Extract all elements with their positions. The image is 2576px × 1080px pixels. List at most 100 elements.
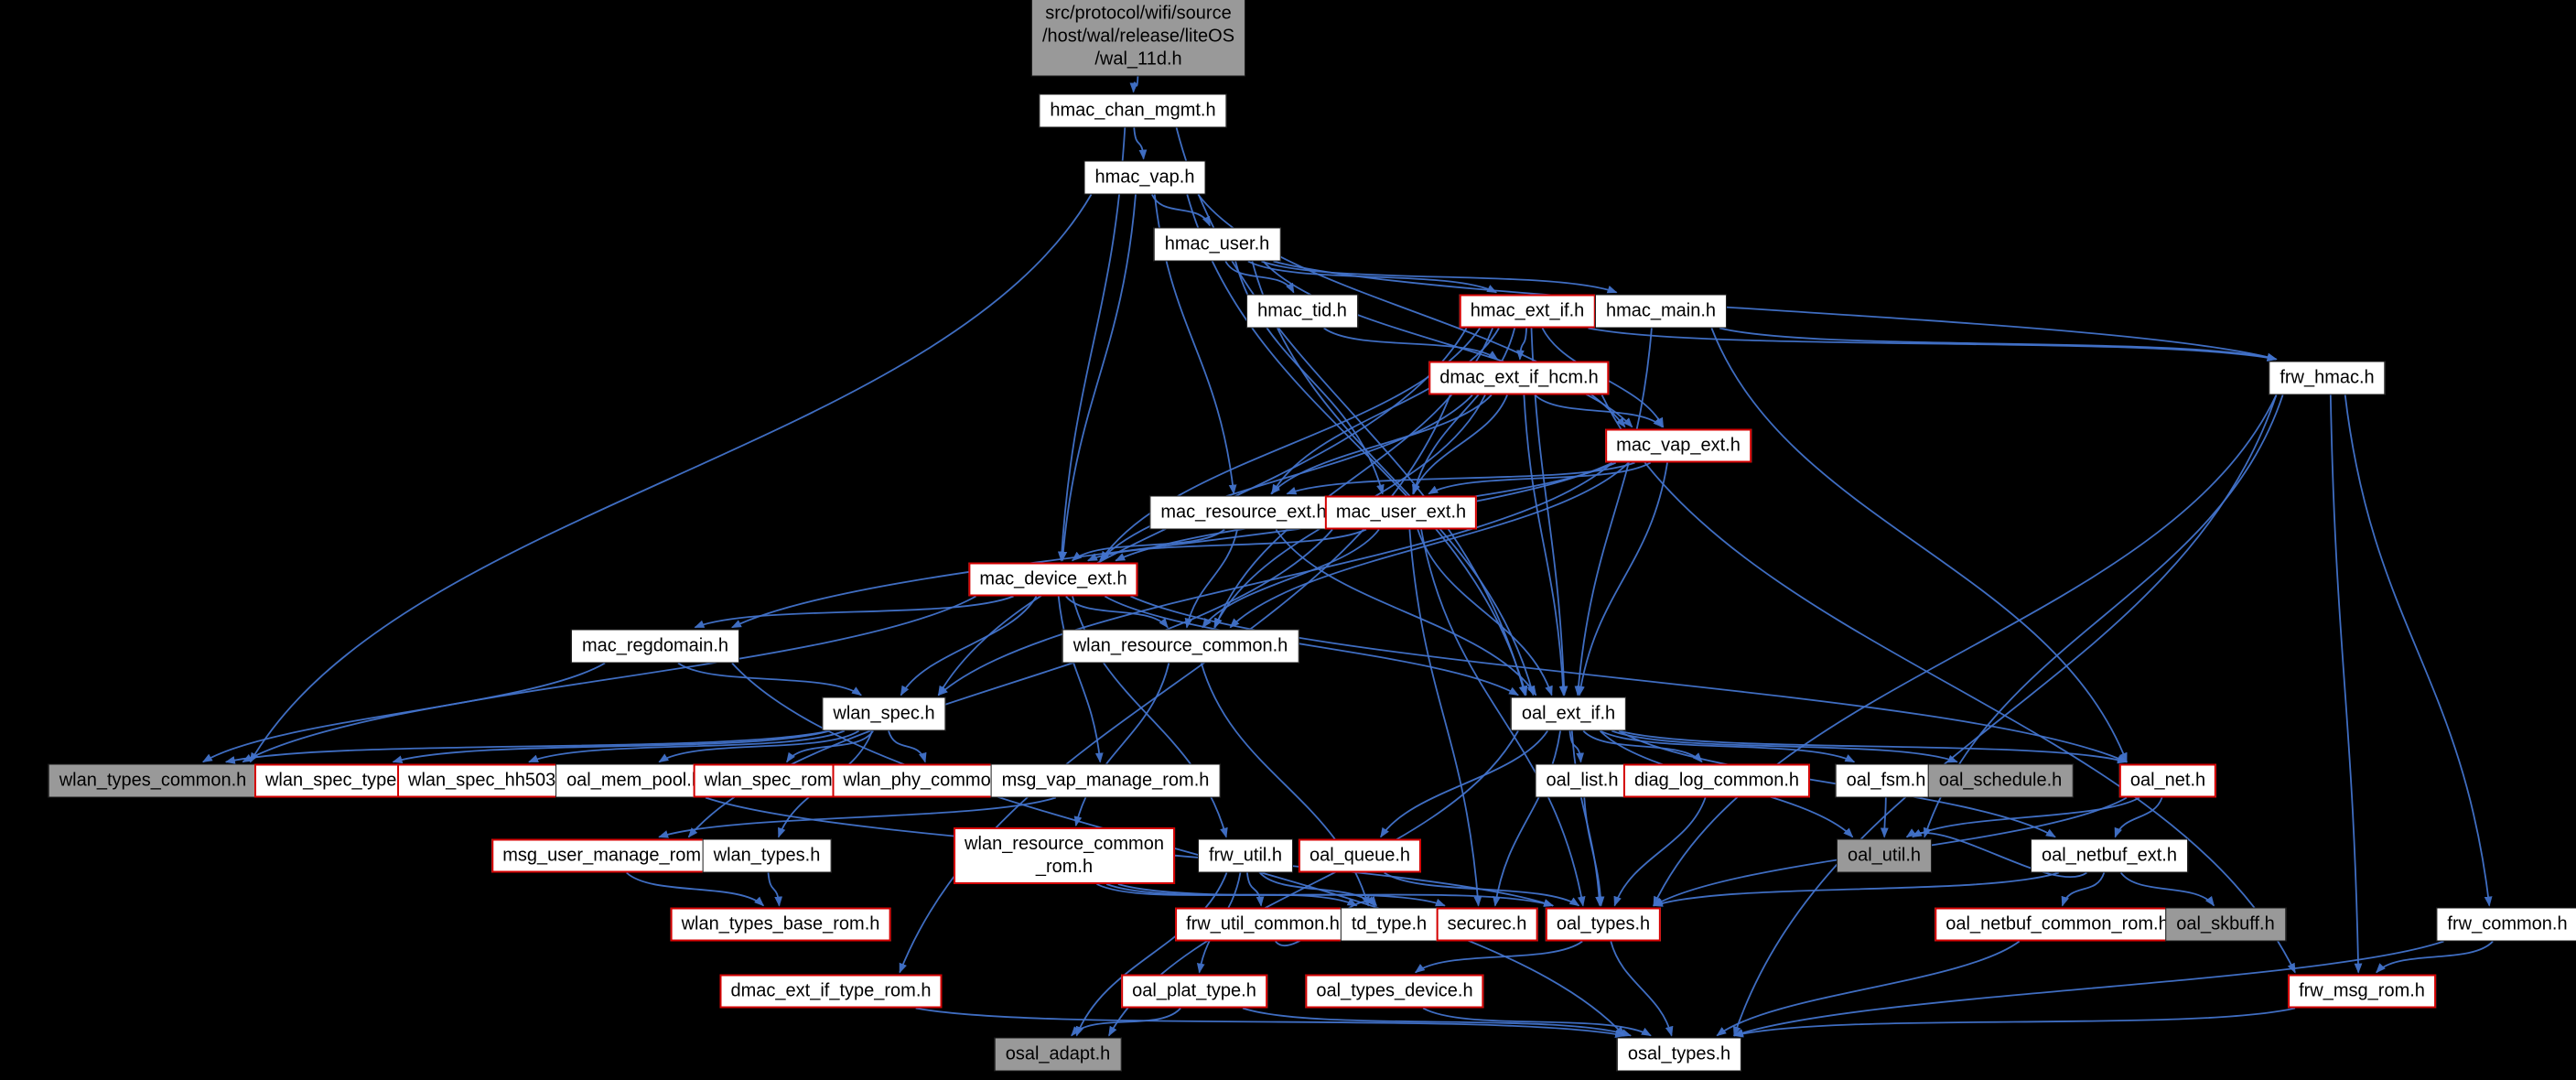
node-label: mac_resource_ext.h	[1160, 502, 1327, 523]
node-label: src/protocol/wifi/source	[1045, 3, 1232, 24]
node-oal_types[interactable]: oal_types.h	[1545, 907, 1662, 942]
edge-mac_regdomain--wlan_types_common	[201, 662, 606, 763]
edge-hmac_ext_if--frw_hmac	[1588, 327, 2278, 362]
edge-diag_log_common--oal_types	[1613, 797, 1707, 907]
node-oal_netbuf_common_rom[interactable]: oal_netbuf_common_rom.h	[1935, 907, 2180, 942]
edge-mac_resource_ext--oal_ext_if	[1275, 529, 1537, 697]
edge-hmac_user--hmac_tid	[1224, 261, 1295, 294]
node-wlan_types[interactable]: wlan_types.h	[702, 838, 832, 873]
node-oal_types_device[interactable]: oal_types_device.h	[1305, 974, 1484, 1009]
node-wal_11d[interactable]: src/protocol/wifi/source/host/wal/releas…	[1030, 0, 1246, 77]
node-msg_vap_manage_rom[interactable]: msg_vap_manage_rom.h	[990, 763, 1221, 798]
node-wlan_resource_common[interactable]: wlan_resource_common.h	[1062, 629, 1299, 664]
edge-oal_ext_if--oal_list	[1568, 730, 1585, 763]
node-label: oal_fsm.h	[1846, 770, 1926, 791]
edge-wlan_spec--wlan_phy_common	[888, 730, 927, 763]
node-label: oal_types_device.h	[1316, 980, 1473, 1001]
node-frw_util_common[interactable]: frw_util_common.h	[1175, 907, 1351, 942]
node-td_type[interactable]: td_type.h	[1340, 907, 1439, 942]
node-dmac_ext_if_type_rom[interactable]: dmac_ext_if_type_rom.h	[719, 974, 943, 1009]
node-wlan_types_base_rom[interactable]: wlan_types_base_rom.h	[670, 907, 891, 942]
node-label: oal_queue.h	[1309, 845, 1411, 866]
node-wlan_types_common[interactable]: wlan_types_common.h	[48, 763, 258, 798]
node-label: mac_device_ext.h	[979, 568, 1127, 589]
node-label: oal_netbuf_ext.h	[2042, 845, 2177, 866]
edge-dmac_ext_if_hcm--mac_user_ext	[1412, 394, 1508, 495]
node-oal_mem_pool[interactable]: oal_mem_pool.h	[555, 763, 713, 798]
node-wlan_spec[interactable]: wlan_spec.h	[822, 697, 946, 731]
node-wlan_spec_hh503[interactable]: wlan_spec_hh503.h	[397, 763, 582, 798]
node-mac_device_ext[interactable]: mac_device_ext.h	[968, 562, 1138, 597]
node-label: wlan_resource_common	[965, 834, 1164, 854]
edge-hmac_ext_if--mac_user_ext	[1411, 328, 1516, 495]
edge-oal_netbuf_ext--oal_types	[1652, 871, 2059, 907]
edge-hmac_main--frw_hmac	[1719, 327, 2278, 362]
edge-hmac_chan_mgmt--hmac_vap	[1133, 127, 1148, 160]
edge-oal_ext_if--oal_schedule	[1611, 729, 1958, 763]
edge-frw_hmac--frw_common	[2344, 394, 2493, 907]
node-diag_log_common[interactable]: diag_log_common.h	[1622, 763, 1811, 798]
node-hmac_vap[interactable]: hmac_vap.h	[1083, 160, 1206, 195]
edge-mac_device_ext--msg_vap_manage_rom	[1057, 596, 1104, 763]
edge-wlan_spec--wlan_spec_rom	[786, 729, 874, 763]
node-hmac_chan_mgmt[interactable]: hmac_chan_mgmt.h	[1039, 93, 1227, 128]
edge-dmac_ext_if_hcm--mac_device_ext	[1099, 394, 1473, 562]
node-frw_common[interactable]: frw_common.h	[2436, 907, 2576, 942]
node-msg_user_manage_rom[interactable]: msg_user_manage_rom.h	[491, 838, 728, 873]
edge-mac_vap_ext--oal_ext_if	[1577, 462, 1668, 697]
node-osal_types[interactable]: osal_types.h	[1616, 1037, 1742, 1072]
edge-wlan_types--wlan_types_base_rom	[767, 872, 783, 907]
node-mac_vap_ext[interactable]: mac_vap_ext.h	[1605, 428, 1751, 463]
edge-hmac_ext_if--mac_resource_ext	[1271, 328, 1500, 495]
edge-hmac_ext_if--dmac_ext_if_hcm	[1516, 328, 1527, 361]
edge-mac_device_ext--oal_net	[1130, 595, 2129, 763]
node-oal_netbuf_ext[interactable]: oal_netbuf_ext.h	[2031, 838, 2188, 873]
node-label: oal_types.h	[1556, 913, 1651, 934]
node-hmac_tid[interactable]: hmac_tid.h	[1246, 294, 1358, 329]
node-label: mac_vap_ext.h	[1616, 435, 1741, 456]
node-oal_list[interactable]: oal_list.h	[1535, 763, 1630, 798]
node-mac_user_ext[interactable]: mac_user_ext.h	[1324, 495, 1478, 530]
node-frw_util[interactable]: frw_util.h	[1197, 838, 1294, 873]
node-frw_hmac[interactable]: frw_hmac.h	[2269, 361, 2386, 395]
node-label: /host/wal/release/liteOS	[1041, 26, 1235, 47]
node-osal_adapt[interactable]: osal_adapt.h	[994, 1037, 1122, 1072]
node-oal_ext_if[interactable]: oal_ext_if.h	[1510, 697, 1627, 731]
node-label: wlan_types_base_rom.h	[681, 913, 880, 934]
edge-frw_util--osal_adapt	[1075, 872, 1228, 1037]
node-frw_msg_rom[interactable]: frw_msg_rom.h	[2288, 974, 2436, 1009]
edge-hmac_tid--dmac_ext_if_hcm	[1323, 327, 1499, 361]
node-label: msg_vap_manage_rom.h	[1001, 770, 1210, 791]
node-oal_net[interactable]: oal_net.h	[2118, 763, 2217, 798]
node-oal_skbuff[interactable]: oal_skbuff.h	[2165, 907, 2286, 942]
node-dmac_ext_if_hcm[interactable]: dmac_ext_if_hcm.h	[1428, 361, 1610, 395]
edge-hmac_vap--hmac_user	[1151, 194, 1211, 227]
node-mac_regdomain[interactable]: mac_regdomain.h	[570, 629, 740, 664]
edge-wlan_spec--wlan_spec_type	[392, 729, 830, 763]
node-oal_plat_type[interactable]: oal_plat_type.h	[1121, 974, 1267, 1009]
node-oal_queue[interactable]: oal_queue.h	[1298, 838, 1422, 873]
node-hmac_main[interactable]: hmac_main.h	[1594, 294, 1728, 329]
node-label: frw_msg_rom.h	[2299, 980, 2425, 1001]
node-wlan_resource_common_rom[interactable]: wlan_resource_common_rom.h	[954, 827, 1175, 884]
node-label: oal_skbuff.h	[2176, 913, 2275, 934]
node-label: oal_netbuf_common_rom.h	[1945, 913, 2169, 934]
edge-frw_util--frw_util_common	[1246, 872, 1265, 907]
edge-wlan_spec--wlan_types_common	[224, 729, 830, 764]
node-label: hmac_tid.h	[1257, 300, 1347, 321]
node-hmac_user[interactable]: hmac_user.h	[1153, 227, 1281, 262]
node-oal_fsm[interactable]: oal_fsm.h	[1835, 763, 1937, 798]
node-label: oal_schedule.h	[1938, 770, 2063, 791]
node-securec[interactable]: securec.h	[1436, 907, 1538, 942]
edge-frw_hmac--oal_types	[1653, 394, 2278, 907]
edge-mac_vap_ext--mac_user_ext	[1428, 461, 1652, 495]
node-oal_schedule[interactable]: oal_schedule.h	[1927, 763, 2074, 798]
node-hmac_ext_if[interactable]: hmac_ext_if.h	[1459, 294, 1596, 329]
node-label: hmac_user.h	[1164, 233, 1270, 254]
node-oal_util[interactable]: oal_util.h	[1836, 838, 1933, 873]
edge-oal_ext_if--oal_queue	[1380, 730, 1548, 838]
edge-mac_resource_ext--mac_device_ext	[1071, 528, 1225, 562]
node-mac_resource_ext[interactable]: mac_resource_ext.h	[1149, 495, 1338, 530]
edge-mac_resource_ext--wlan_resource_common	[1184, 529, 1238, 629]
node-label: mac_user_ext.h	[1335, 502, 1467, 523]
